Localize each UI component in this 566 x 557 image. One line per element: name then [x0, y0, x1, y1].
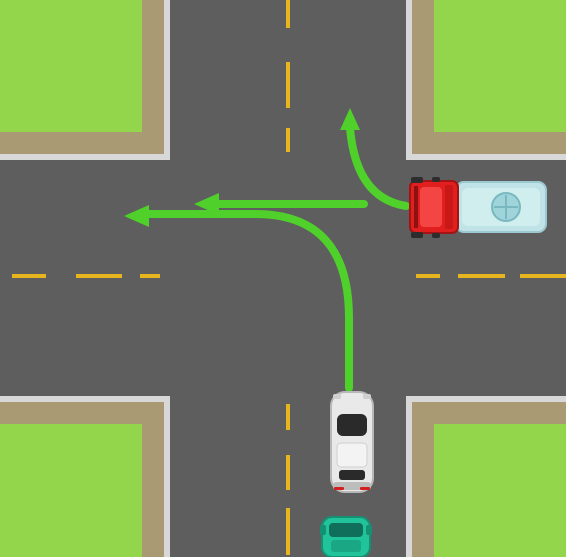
corner-block-bottom-left	[0, 396, 170, 557]
corner-block-top-left	[0, 0, 170, 160]
car-icon	[320, 517, 372, 557]
car-icon	[331, 392, 373, 492]
corner-block-top-right	[406, 0, 566, 160]
truck-icon	[410, 177, 546, 238]
corner-block-bottom-right	[406, 396, 566, 557]
